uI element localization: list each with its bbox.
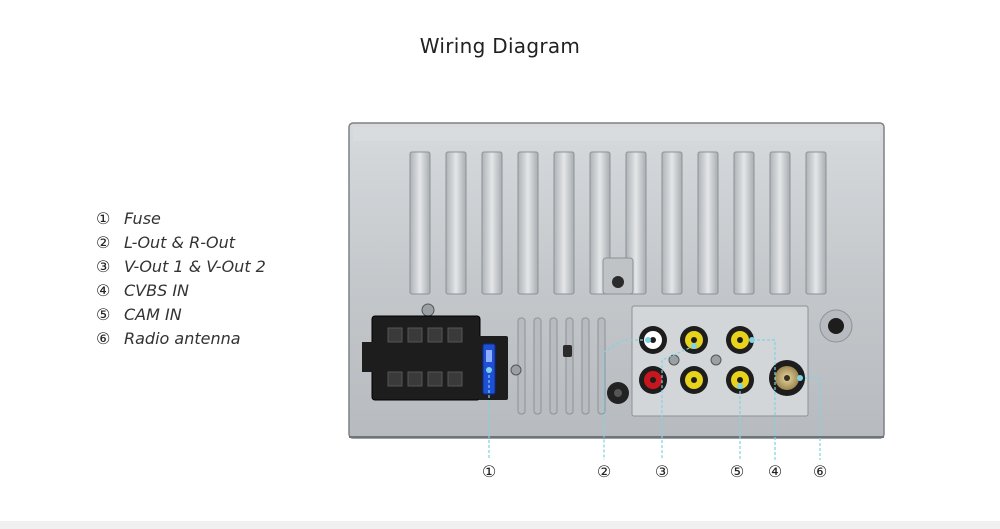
page-title: Wiring Diagram [0,34,1000,58]
leader-lines [488,339,821,460]
legend-item-antenna: ⑥ Radio antenna [96,326,266,350]
gps-port [819,309,853,343]
legend-number: ⑥ [96,328,111,348]
callout-fuse: ① [481,462,497,481]
leader-line-antenna [800,377,821,460]
rca-jack-cam-in [726,366,754,394]
legend-item-cam-in: ⑤ CAM IN [96,302,266,326]
legend-label: L-Out & R-Out [124,232,235,252]
legend-item-cvbs-in: ④ CVBS IN [96,278,266,302]
legend-label: CAM IN [124,304,182,324]
legend-item-video-out: ③ V-Out 1 & V-Out 2 [96,254,266,278]
legend-label: Fuse [124,208,161,228]
cooling-fins [409,151,827,295]
legend-number: ① [96,208,111,228]
leader-line-audio-out [603,339,648,460]
callout-video-out: ③ [654,462,670,481]
rca-jack-r-out [639,366,667,394]
small-screws [668,354,722,366]
bottom-strip [0,521,1000,529]
callout-audio-out: ② [596,462,612,481]
legend-number: ③ [96,256,111,276]
legend-item-fuse: ① Fuse [96,206,266,230]
legend-label: Radio antenna [124,328,241,348]
callout-cvbs-in: ④ [767,462,783,481]
leader-dots [486,337,803,389]
rca-jack-cvbs-in [726,326,754,354]
rca-jack-v-out-1 [680,326,708,354]
leader-line-video-out [661,345,695,460]
rca-jack-l-out [639,326,667,354]
callout-antenna: ⑥ [812,462,828,481]
rca-jack-v-out-2 [680,366,708,394]
antenna-jack [769,360,805,396]
legend-number: ④ [96,280,111,300]
round-port [607,382,629,404]
legend-label: V-Out 1 & V-Out 2 [124,256,266,276]
vent-slots [517,317,606,415]
legend-item-audio-out: ② L-Out & R-Out [96,230,266,254]
legend-number: ② [96,232,111,252]
callout-cam-in: ⑤ [729,462,745,481]
legend: ① Fuse ② L-Out & R-Out ③ V-Out 1 & V-Out… [96,206,266,350]
leader-line-cvbs-in [752,339,776,460]
legend-number: ⑤ [96,304,111,324]
legend-label: CVBS IN [124,280,190,300]
title-text: Wiring Diagram [419,34,581,58]
callout-numbers: ① ② ③ ⑤ ④ ⑥ [0,462,1000,486]
